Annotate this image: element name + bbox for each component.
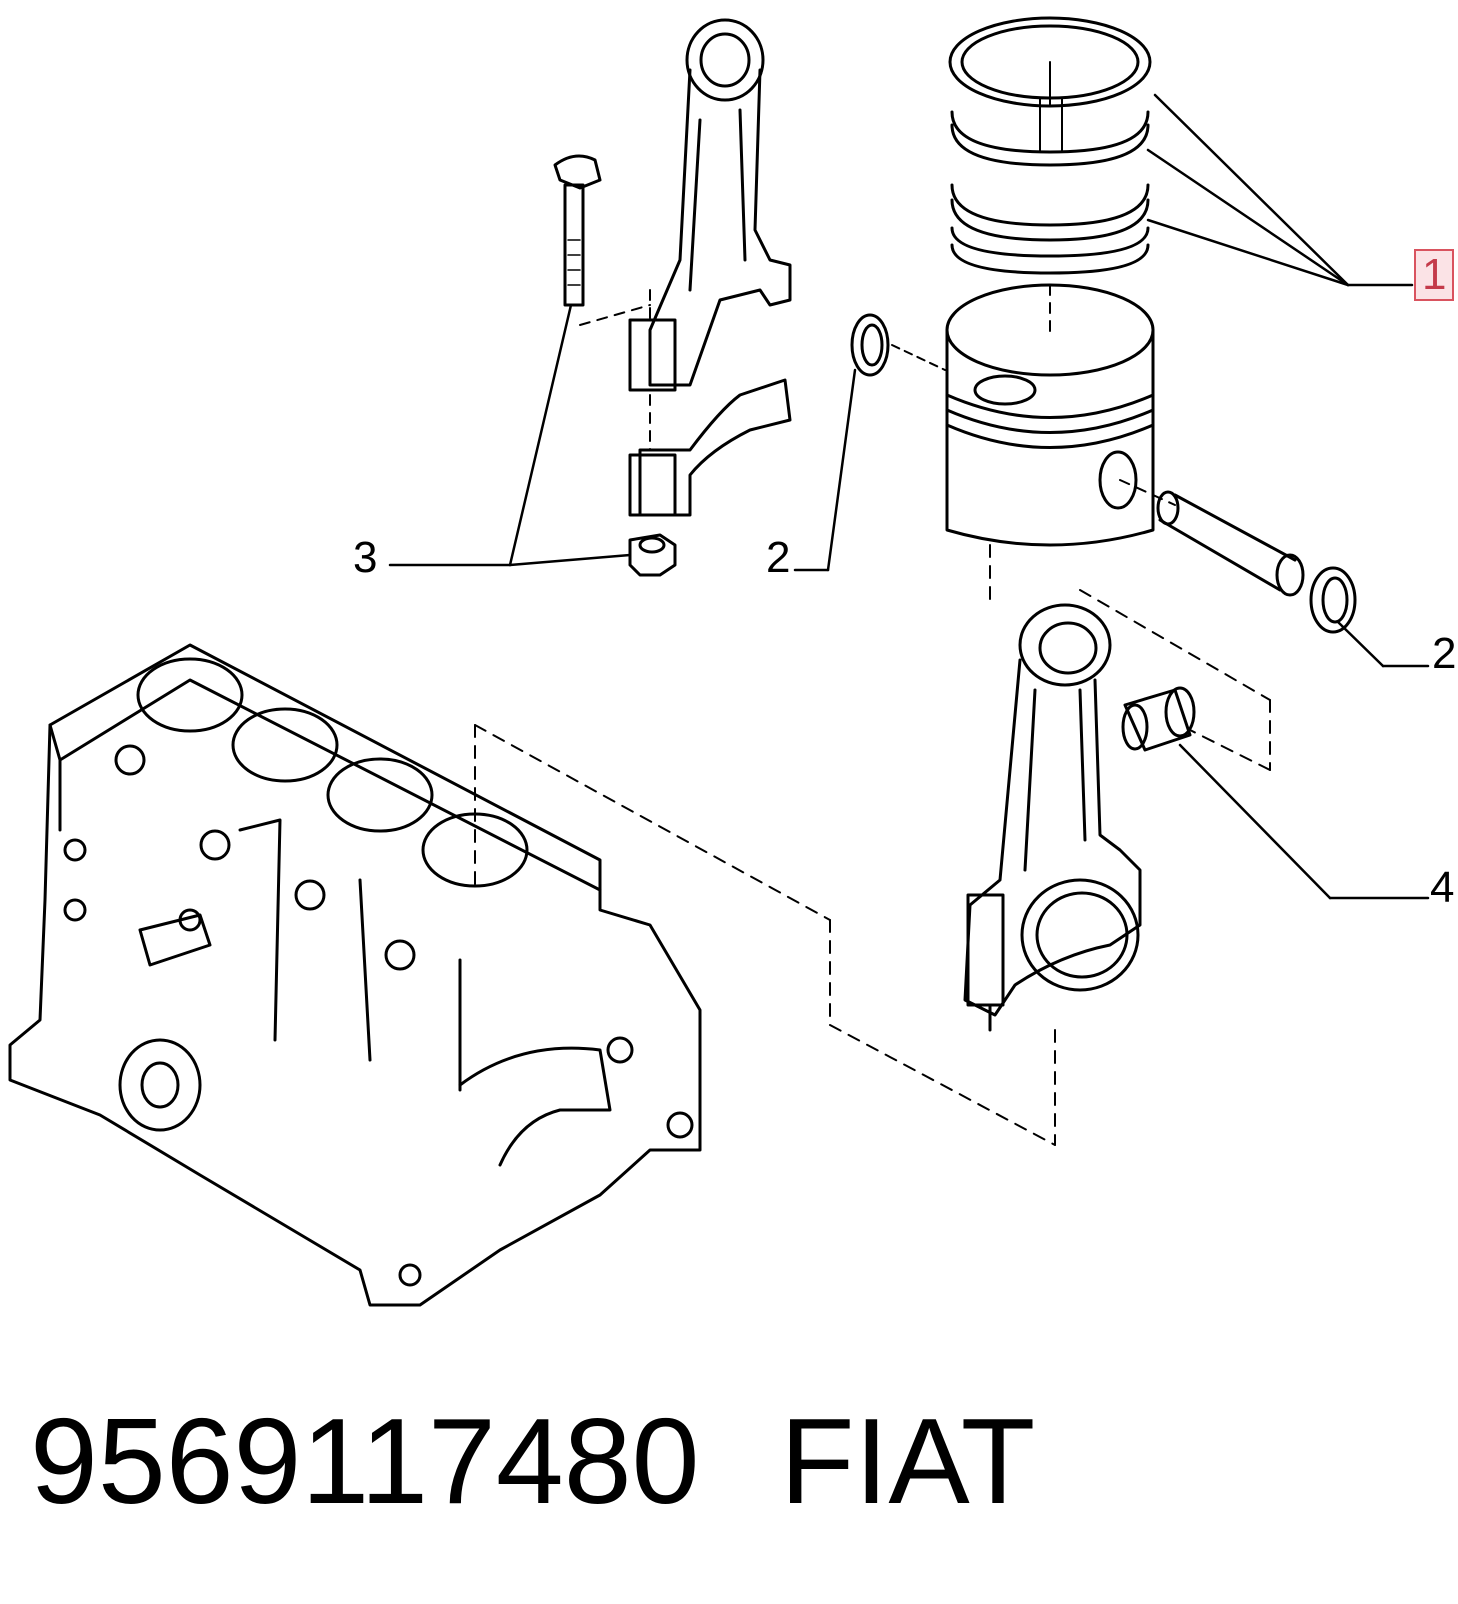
- snap-ring-left: [850, 313, 946, 377]
- connecting-rod-upper: [628, 18, 792, 517]
- engine-block: [8, 643, 702, 1307]
- alignment-dashes: [474, 544, 1271, 1146]
- leader-lines: [388, 93, 1430, 900]
- small-end-bushing: [1121, 686, 1196, 752]
- callout-label-2-snap-ring-right[interactable]: 2: [1432, 629, 1457, 678]
- callout-label-1-piston-rings[interactable]: 1: [1414, 249, 1455, 301]
- piston-rings: [948, 16, 1152, 275]
- rod-nut: [628, 533, 677, 577]
- rod-bolt: [553, 154, 651, 326]
- piston-pin: [1119, 479, 1305, 597]
- callout-label-2-snap-ring[interactable]: 2: [766, 533, 791, 582]
- brand-name: FIAT: [780, 1393, 1036, 1529]
- callout-label-3-bolt-nut[interactable]: 3: [353, 533, 378, 582]
- callout-label-4-bushing[interactable]: 4: [1430, 863, 1455, 912]
- snap-ring-right: [1309, 566, 1357, 634]
- connecting-rod-lower: [963, 603, 1142, 1032]
- part-number: 9569117480: [30, 1393, 700, 1529]
- piston: [945, 283, 1155, 547]
